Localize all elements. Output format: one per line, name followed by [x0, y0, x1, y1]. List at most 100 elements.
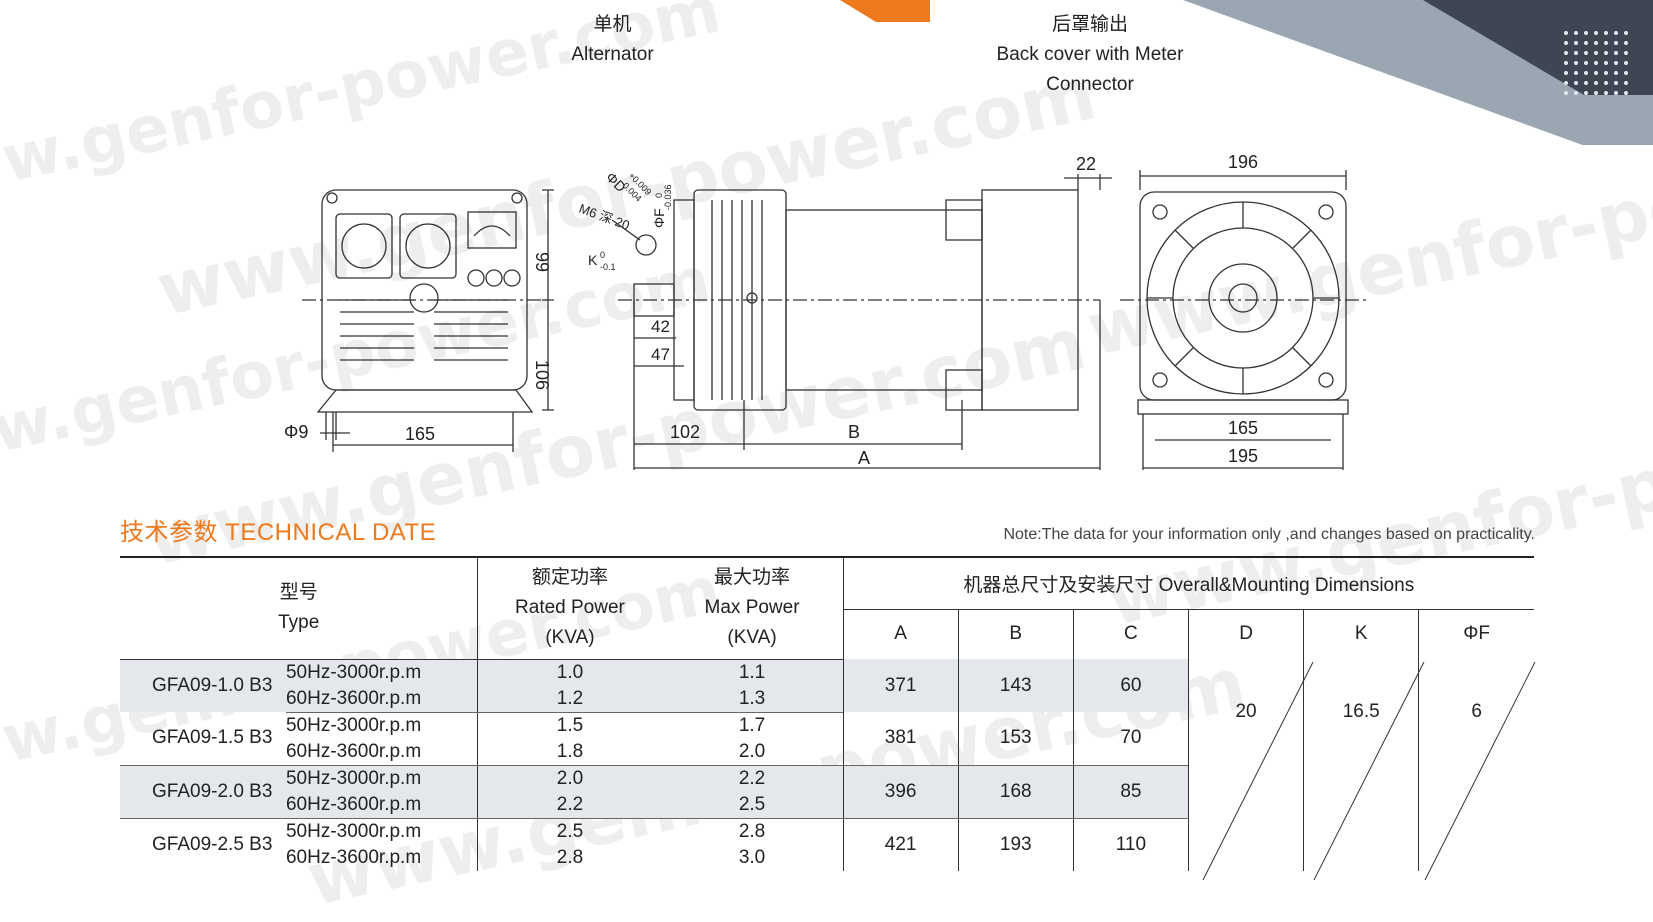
freq-cell: 50Hz-3000r.p.m [285, 765, 478, 792]
table-row: GFA09-1.5 B3 50Hz-3000r.p.m 1.5 1.7 381 … [120, 712, 1534, 766]
phi-f-tol-upper: 0 [654, 193, 664, 198]
col-header-d: D [1187, 609, 1304, 659]
model-cell: GFA09-2.0 B3 [120, 765, 286, 819]
rated-cell: 2.2 [477, 791, 662, 819]
dim-c-cell: 85 [1072, 765, 1189, 819]
dim-c-cell: 110 [1072, 818, 1189, 871]
dim-label-47: 47 [651, 345, 670, 364]
col-header-k: K [1303, 609, 1419, 659]
dim-label-196: 196 [1228, 152, 1258, 172]
shaft-hole-icon [409, 283, 439, 313]
front-mount-foot [316, 389, 534, 413]
corner-bolt-icon [1318, 372, 1334, 388]
type-header-en: Type [278, 612, 320, 634]
dim-b-cell: 143 [957, 659, 1074, 712]
freq-cell: 50Hz-3000r.p.m [285, 714, 422, 736]
table-row: 60Hz-3600r.p.m 2.2 2.5 [120, 791, 1534, 819]
max-cell: 2.8 [738, 820, 766, 842]
dimension-ticks [542, 189, 554, 411]
meter-icon [467, 211, 517, 249]
fan-guard-middle [1172, 227, 1314, 369]
max-cell: 2.2 [661, 765, 844, 792]
dim-label-a: A [858, 448, 870, 468]
max-cell: 1.7 [738, 714, 766, 736]
rated-power-header-en: Rated Power [515, 597, 625, 619]
col-header-a: A [842, 609, 959, 659]
rated-cell: 2.8 [477, 844, 662, 871]
rear-cover-detail [945, 199, 983, 241]
freq-cell: 60Hz-3600r.p.m [285, 846, 422, 868]
socket-frame [399, 213, 457, 279]
rated-cell: 1.5 [477, 712, 662, 739]
fan-guard-inner [1208, 263, 1278, 333]
dim-a-cell: 421 [842, 818, 959, 871]
table-row: GFA09-2.5 B3 50Hz-3000r.p.m 2.5 2.8 421 … [120, 818, 1534, 871]
dimensions-header: 机器总尺寸及安装尺寸 Overall&Mounting Dimensions [842, 556, 1534, 610]
dim-b-cell: 168 [957, 765, 1074, 819]
col-header-f: ΦF [1418, 609, 1534, 659]
bolt-icon [746, 292, 758, 304]
max-cell: 2.5 [661, 791, 844, 819]
dim-c-cell: 60 [1072, 659, 1189, 712]
dim-k-cell: 16.5 [1303, 659, 1419, 765]
rated-power-header: 额定功率 Rated Power (KVA) [477, 556, 662, 660]
dim-label-42: 42 [651, 317, 670, 336]
back-cover-caption-cn: 后罩输出 [1051, 14, 1128, 35]
max-power-header-unit: (KVA) [727, 627, 777, 649]
dim-a-cell: 381 [842, 712, 959, 766]
col-header-b: B [957, 609, 1074, 659]
table-row: 60Hz-3600r.p.m 1.2 1.3 [120, 685, 1534, 713]
rated-cell: 1.0 [477, 659, 662, 686]
max-power-header-cn: 最大功率 [714, 567, 791, 589]
rated-cell: 1.2 [477, 685, 662, 713]
rated-cell: 2.5 [477, 818, 662, 845]
dimension-line [1139, 170, 1347, 190]
table-row: 60Hz-3600r.p.m 2.8 3.0 [120, 844, 1534, 871]
table-row: 60Hz-3600r.p.m 1.8 2.0 [120, 738, 1534, 766]
freq-cell: 50Hz-3000r.p.m [285, 659, 478, 686]
meter-scale-icon [473, 225, 511, 237]
table-subheader-row: A B C D K ΦF [120, 609, 1534, 659]
phi-f-tol-lower: -0.036 [663, 184, 673, 210]
model-cell: GFA09-1.0 B3 [120, 659, 286, 712]
freq-cell: 60Hz-3600r.p.m [285, 791, 478, 819]
leader-line [611, 219, 641, 241]
dim-label-22: 22 [1076, 154, 1096, 174]
rated-power-header-cn: 额定功率 [531, 567, 608, 589]
alternator-caption-en: Alternator [571, 44, 654, 65]
fan-spokes [1147, 202, 1339, 394]
freq-cell: 60Hz-3600r.p.m [285, 685, 478, 713]
max-power-header: 最大功率 Max Power (KVA) [661, 556, 844, 660]
dim-c-cell: 70 [1072, 712, 1189, 766]
type-header: 型号 Type [120, 556, 478, 660]
max-cell: 2.0 [661, 738, 844, 766]
socket-icon [405, 223, 451, 269]
max-cell: 1.3 [661, 685, 844, 713]
corner-bolt-icon [1152, 204, 1168, 220]
diagonal-blank-cell [1418, 765, 1534, 871]
freq-cell: 50Hz-3000r.p.m [285, 820, 422, 842]
dimension-ticks [320, 412, 350, 440]
model-cell: GFA09-1.5 B3 [120, 712, 286, 766]
dim-a-cell: 396 [842, 765, 959, 819]
dimension-ticks [332, 412, 514, 452]
dim-label-165-rear: 165 [1228, 418, 1258, 438]
side-view: ΦD +0.009 -0.004 ΦF 0 -0.036 M6 深 20 K 0… [577, 154, 1112, 470]
dim-b-cell: 153 [957, 712, 1074, 766]
table-row: GFA09-1.0 B3 50Hz-3000r.p.m 1.0 1.1 371 … [120, 659, 1534, 765]
vent-slots [434, 299, 508, 361]
socket-icon [341, 223, 387, 269]
table-row: GFA09-2.0 B3 50Hz-3000r.p.m 2.0 2.2 396 … [120, 765, 1534, 871]
back-cover-caption-en-2: Connector [1046, 74, 1134, 95]
dim-a-cell: 371 [842, 659, 959, 712]
breaker-button-icon [467, 269, 485, 287]
dim-label-102: 102 [670, 422, 700, 442]
k-label: K [588, 252, 598, 268]
corner-bolt-icon [1318, 204, 1334, 220]
diagonal-blank-cell [1303, 765, 1419, 871]
dim-label-hole: Φ9 [284, 422, 308, 442]
dot-pattern-decoration [1561, 28, 1631, 98]
breaker-button-icon [503, 269, 521, 287]
section-title: 技术参数 TECHNICAL DATE [120, 519, 437, 546]
vent-slots [340, 299, 414, 361]
